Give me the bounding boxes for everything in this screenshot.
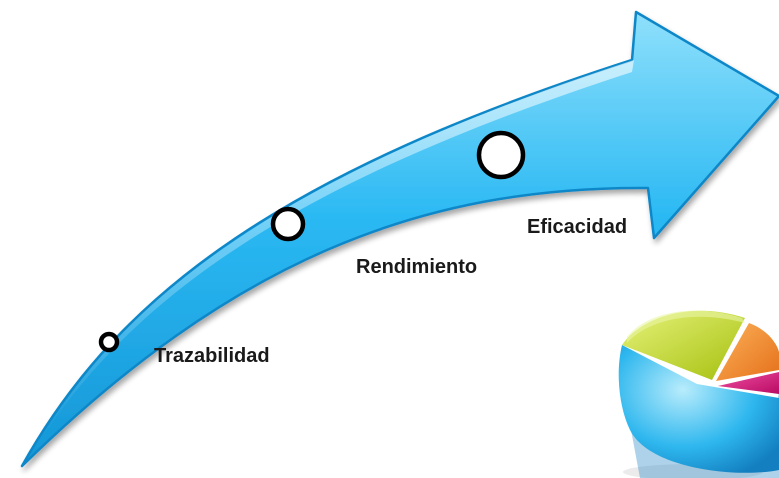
stage-label-eficacidad: Eficacidad xyxy=(527,216,628,238)
milestone-marker-2 xyxy=(270,206,306,242)
arrow-shape xyxy=(20,10,779,468)
stage-label-trazabilidad: Trazabilidad xyxy=(154,345,270,367)
milestone-marker-1 xyxy=(98,331,120,353)
stage-label-rendimiento: Rendimiento xyxy=(356,256,478,278)
pie-chart-icon xyxy=(618,310,779,478)
milestone-marker-3 xyxy=(476,130,526,180)
